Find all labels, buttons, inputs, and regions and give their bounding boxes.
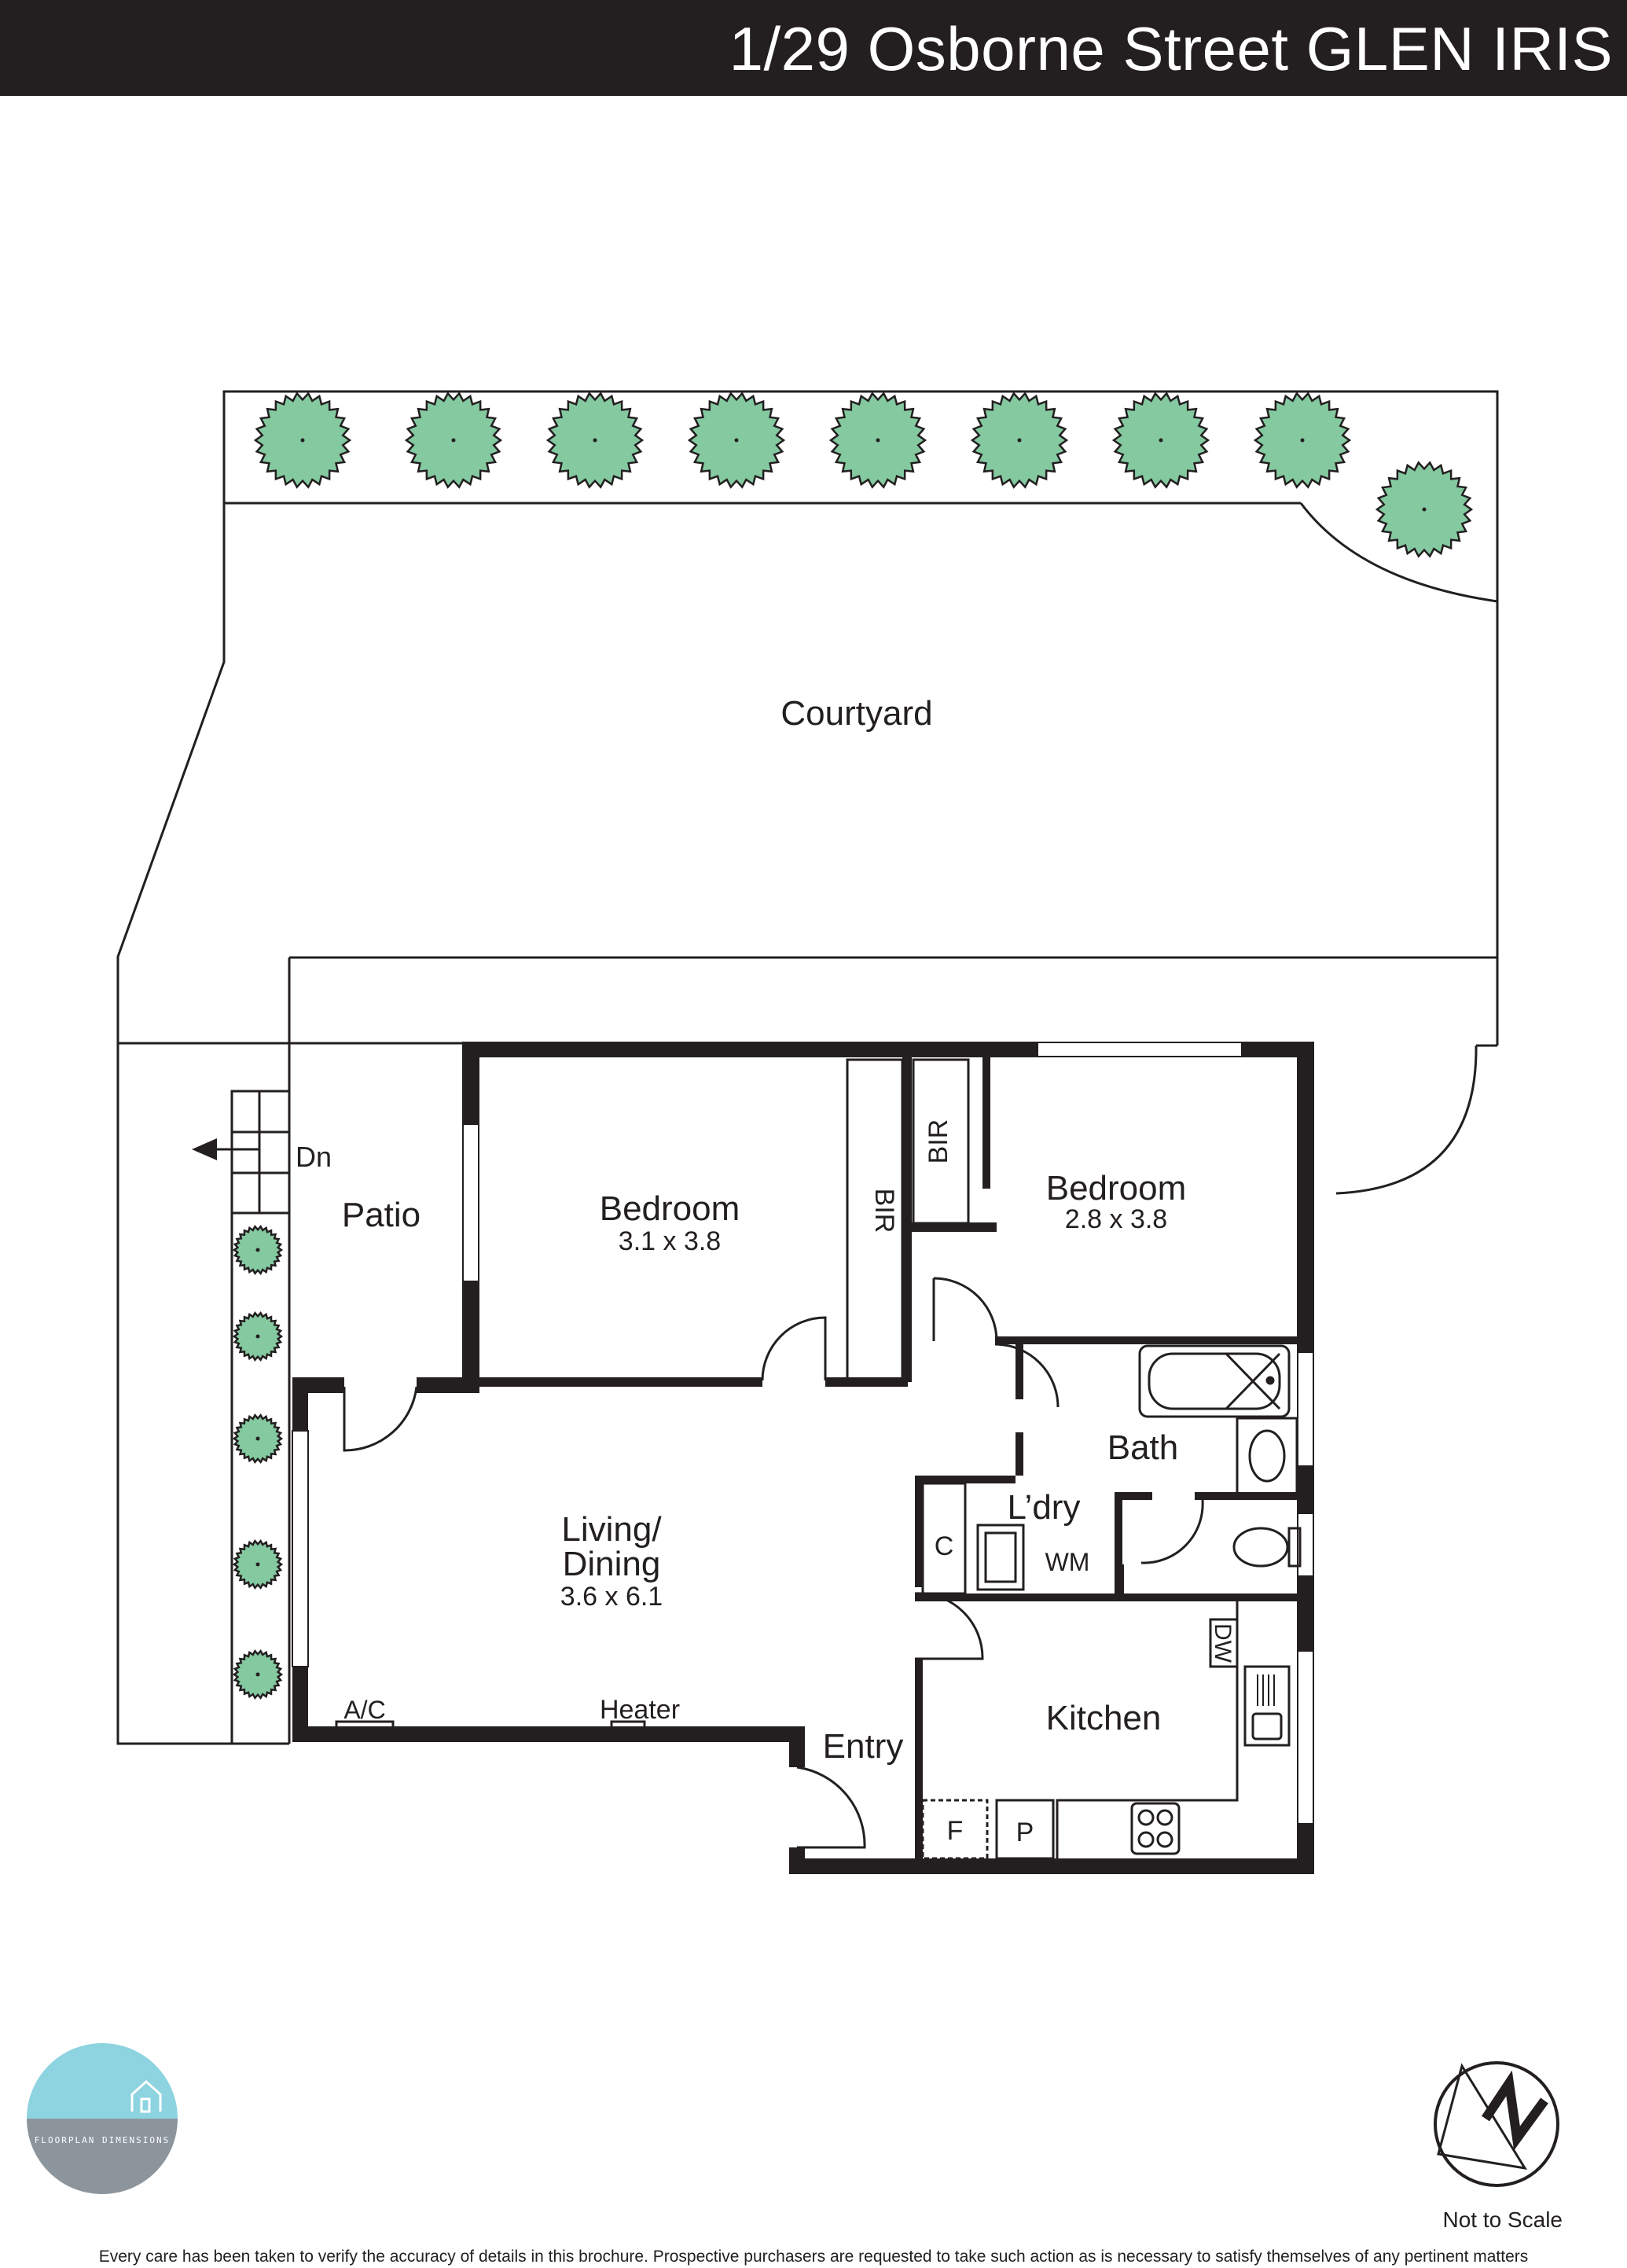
heating-units [335, 1720, 646, 1731]
bir-label-2: BIR [924, 1119, 953, 1164]
compass-icon [1434, 2061, 1559, 2187]
brand-logo: FLOORPLAN DIMENSIONS [27, 2043, 178, 2194]
trees [232, 391, 1474, 1700]
bir-label-1: BIR [869, 1189, 899, 1233]
tree-center [876, 438, 880, 443]
living-label-line2: Dining [563, 1545, 661, 1583]
pantry-label: P [1016, 1818, 1034, 1847]
stairs-label: Dn [296, 1141, 332, 1173]
tree-center [255, 1672, 260, 1677]
tree-center [1422, 507, 1427, 512]
fridge-label: F [947, 1816, 964, 1846]
bedroom-1-dims: 3.1 x 3.8 [619, 1226, 721, 1256]
entry-label: Entry [823, 1727, 904, 1766]
sink-icon [1257, 1674, 1275, 1706]
kitchen-benches [921, 1601, 1291, 1860]
interior-walls [472, 1052, 1308, 1865]
house-icon [130, 2079, 162, 2113]
bath-label: Bath [1107, 1428, 1179, 1467]
site-outline [116, 390, 1499, 1745]
bedroom-2-label: Bedroom [1046, 1169, 1187, 1208]
bathtub [1138, 1344, 1291, 1418]
dishwasher-label: DW [1210, 1623, 1236, 1663]
bedroom-1-label: Bedroom [600, 1189, 740, 1228]
tree-center [593, 438, 597, 443]
living-dims: 3.6 x 6.1 [560, 1582, 663, 1612]
disclaimer: Every care has been taken to verify the … [98, 2248, 1529, 2266]
page-title: 1/29 Osborne Street GLEN IRIS [729, 14, 1613, 83]
bedroom-2-dims: 2.8 x 3.8 [1065, 1204, 1167, 1234]
arrow-left-icon [192, 1138, 259, 1160]
patio-label: Patio [342, 1196, 421, 1234]
tree-center [255, 1436, 260, 1441]
washer-label: WM [1045, 1548, 1090, 1576]
tree-center [451, 438, 456, 443]
tree-center [300, 438, 305, 443]
logo-text: FLOORPLAN DIMENSIONS [35, 2135, 170, 2145]
laundry-fixtures [921, 1482, 1025, 1595]
wardrobes [846, 1058, 970, 1380]
tree-center [734, 438, 739, 443]
toilet [1232, 1527, 1302, 1568]
heater-label: Heater [600, 1695, 680, 1725]
vanity-basin [1236, 1417, 1298, 1495]
living-label-line1: Living/ [561, 1510, 662, 1549]
tree-center [1300, 438, 1305, 443]
laundry-label: L’dry [1008, 1488, 1081, 1527]
tree-center [255, 1334, 260, 1339]
courtyard-label: Courtyard [780, 694, 932, 733]
kitchen-label: Kitchen [1046, 1699, 1162, 1737]
tree-center [255, 1248, 260, 1252]
header-bar: 1/29 Osborne Street GLEN IRIS [0, 0, 1627, 96]
door-swings [343, 1277, 1204, 1849]
cupboard-label: C [935, 1531, 954, 1561]
tree-center [255, 1562, 260, 1567]
tree-center [1017, 438, 1022, 443]
windows [292, 1042, 1314, 1825]
scale-note: Not to Scale [1442, 2207, 1563, 2232]
aircon-label: A/C [343, 1696, 385, 1724]
tree-center [1159, 438, 1163, 443]
stairs [230, 1090, 291, 1215]
